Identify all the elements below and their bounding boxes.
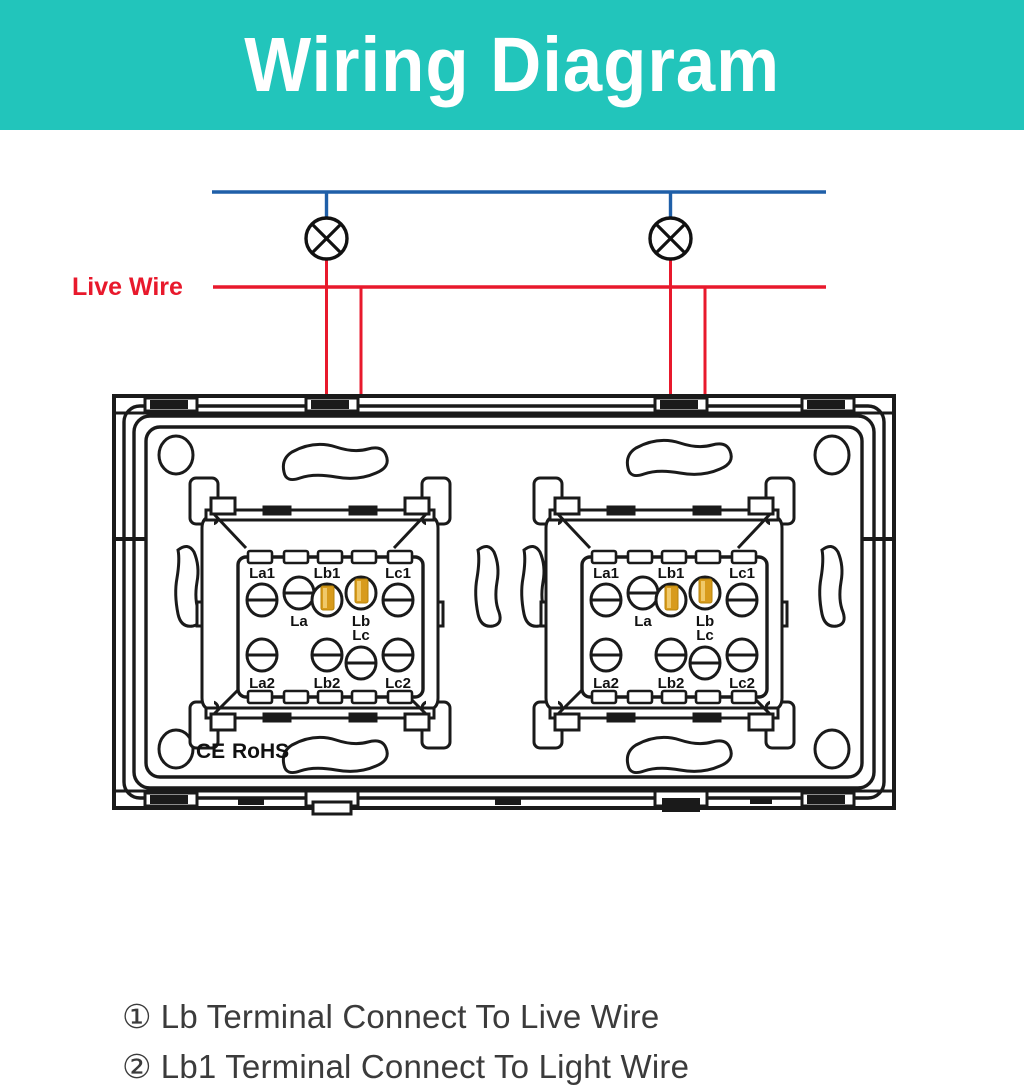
module-1-terminal-Lb1[interactable]: Lb1 (310, 565, 344, 618)
module-2-terminal-Lc-label: Lc (696, 627, 714, 644)
module-2-terminal-Lb-label: Lb (696, 613, 714, 630)
module-1-terminal-Lc1-label: Lc1 (385, 565, 411, 582)
module-2-body-notches (590, 549, 758, 705)
module-1-terminal-Lb2[interactable]: Lb2 (310, 637, 344, 692)
caption-2-text: Lb1 Terminal Connect To Light Wire (160, 1048, 690, 1085)
module-2-terminal-Lc1[interactable]: Lc1 (725, 565, 759, 618)
module-2-terminal-Lc2[interactable]: Lc2 (725, 637, 759, 692)
module-2-terminal-Lb1[interactable]: Lb1 (654, 565, 688, 618)
module-1-terminal-Lc1[interactable]: Lc1 (381, 565, 415, 618)
module-2-mounting-yoke (532, 476, 796, 750)
diagram-stage: Live Wire (0, 130, 1024, 1085)
rohs-mark: RoHS (232, 740, 289, 763)
module-2-terminal-Lc1-label: Lc1 (729, 565, 755, 582)
lamp-2-symbol (648, 216, 693, 261)
module-2-terminal-Lc2-label: Lc2 (729, 675, 755, 692)
switch-module-2[interactable]: La1 La Lb1 (532, 476, 796, 750)
module-1-body-notches (246, 549, 414, 705)
module-1-terminal-Lc[interactable]: Lc (344, 627, 378, 681)
switch-module-1[interactable]: La1 La Lb1 (188, 476, 452, 750)
module-1-terminal-Lc2-label: Lc2 (385, 675, 411, 692)
module-1-terminal-Lb[interactable]: Lb (344, 575, 378, 630)
module-2-terminal-La2[interactable]: La2 (589, 637, 623, 692)
module-1-terminal-Lc-label: Lc (352, 627, 370, 644)
caption-2-number: ② (122, 1048, 152, 1085)
wiring-diagram-svg: Live Wire (72, 190, 896, 816)
module-2-terminal-Lb2-label: Lb2 (658, 675, 685, 692)
module-1-terminal-La1[interactable]: La1 (245, 565, 279, 618)
caption-1-text: Lb Terminal Connect To Live Wire (160, 998, 660, 1035)
module-2-terminal-Lb[interactable]: Lb (688, 575, 722, 630)
panel-screw-holes (157, 434, 851, 770)
module-1-terminal-La-label: La (290, 613, 308, 630)
panel-mounting-tabs-bottom (143, 789, 856, 816)
module-2-terminal-La2-label: La2 (593, 675, 619, 692)
module-2-terminal-Lb1-label: Lb1 (658, 565, 685, 582)
module-2-terminal-Lc[interactable]: Lc (688, 627, 722, 681)
module-1-terminal-Lb1-label: Lb1 (314, 565, 341, 582)
panel-mounting-tabs-top (143, 396, 856, 413)
ce-mark: CE (196, 740, 225, 763)
page-title: Wiring Diagram (244, 21, 780, 108)
panel-retaining-clips (174, 438, 846, 774)
module-1-terminal-Lb2-label: Lb2 (314, 675, 341, 692)
module-1-terminal-La2[interactable]: La2 (245, 637, 279, 692)
module-1-terminal-Lc2[interactable]: Lc2 (381, 637, 415, 692)
switch-panel: La1 La Lb1 (112, 394, 896, 816)
caption-1-number: ① (122, 998, 152, 1035)
module-2-terminal-La1[interactable]: La1 (589, 565, 623, 618)
module-1-terminal-La2-label: La2 (249, 675, 275, 692)
module-2-terminal-Lb2[interactable]: Lb2 (654, 637, 688, 692)
module-1-terminal-Lb-label: Lb (352, 613, 370, 630)
module-2-terminal-La-label: La (634, 613, 652, 630)
module-2-terminal-La1-label: La1 (593, 565, 619, 582)
header-banner: Wiring Diagram (0, 0, 1024, 130)
module-1-terminal-La1-label: La1 (249, 565, 275, 582)
certification-markings: CE RoHS (196, 740, 289, 763)
lamp-1-symbol (304, 216, 349, 261)
live-wire-label: Live Wire (72, 273, 183, 301)
